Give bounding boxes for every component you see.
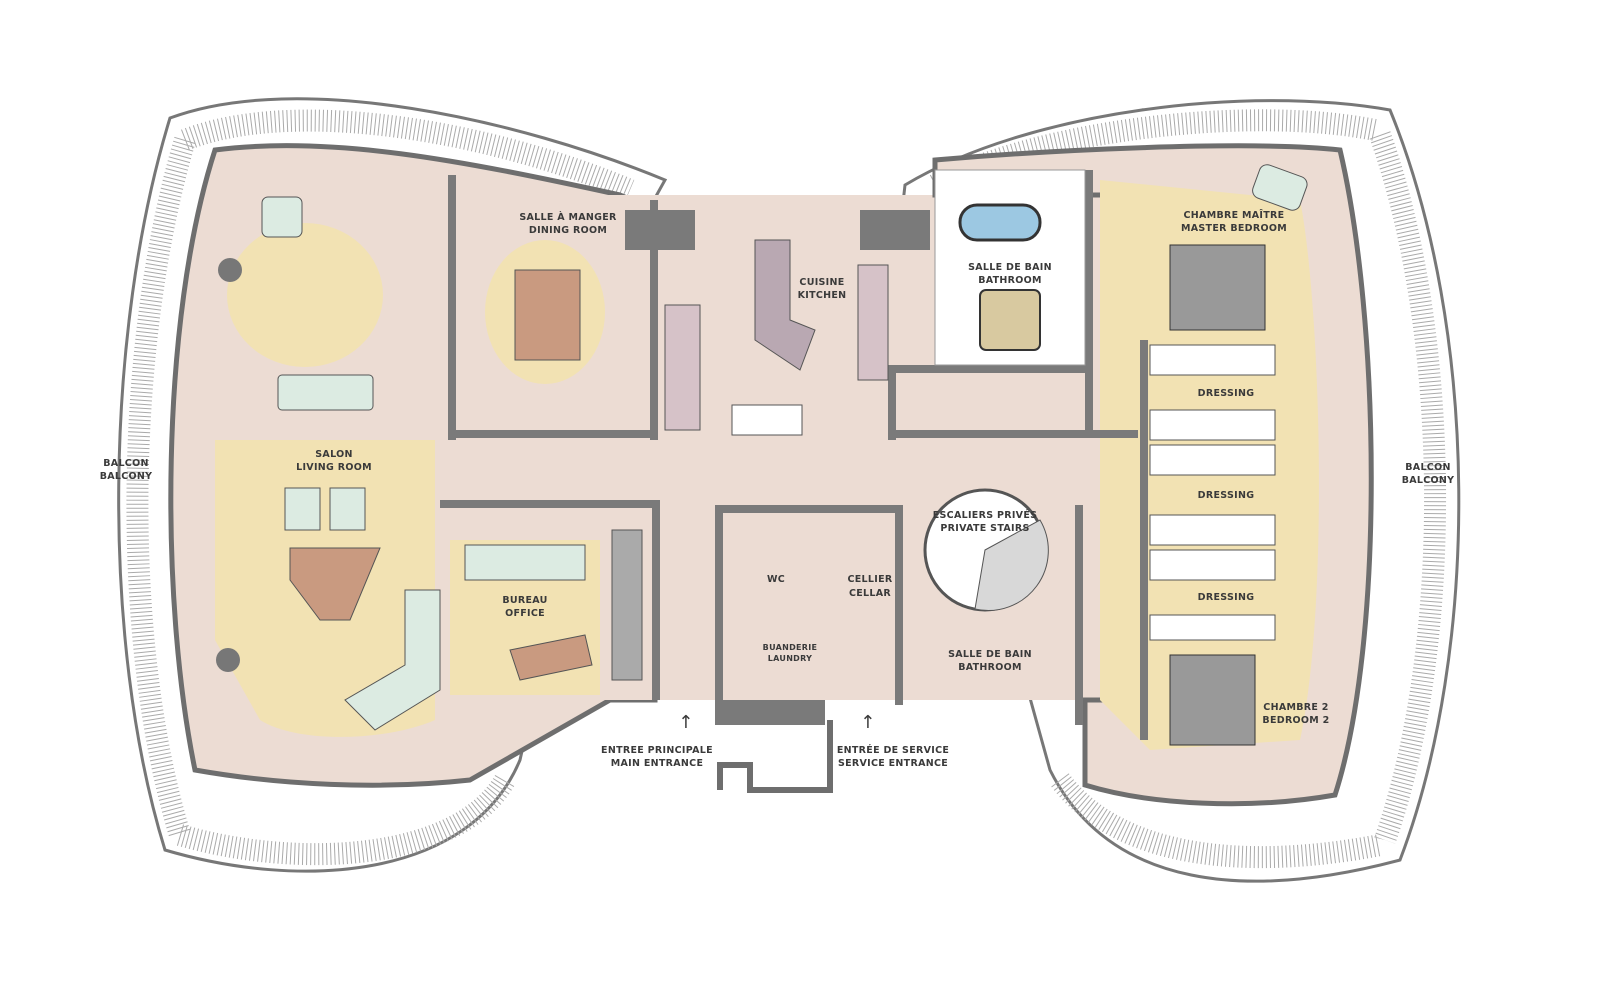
room-labels: SALLE À MANGER DINING ROOM CUISINE KITCH… [100,209,1455,769]
label-office-fr: BUREAU [502,595,547,606]
stairs-landing [974,519,1049,611]
bathtub [958,203,1042,242]
label-dining-fr: SALLE À MANGER [519,211,617,223]
label-balcony-left-en: BALCONY [100,471,153,482]
label-service-entrance-fr: ENTRÉE DE SERVICE [837,744,949,756]
side-table [218,258,242,282]
label-dining-en: DINING ROOM [529,225,607,236]
label-bath-bottom-en: BATHROOM [958,662,1022,673]
label-living-en: LIVING ROOM [296,462,372,473]
label-master-en: MASTER BEDROOM [1181,223,1287,234]
dressing-wardrobes [1149,344,1276,641]
shower-tray [979,289,1041,351]
label-kitchen-fr: CUISINE [799,277,844,288]
label-main-entrance-fr: ENTREE PRINCIPALE [601,745,713,756]
armchair [329,487,366,531]
label-balcony-right-fr: BALCON [1405,462,1450,473]
label-laundry-fr: BUANDERIE [763,643,818,652]
label-balcony-left-fr: BALCON [103,458,148,469]
label-stairs-en: PRIVATE STAIRS [940,523,1029,534]
label-dressing-3: DRESSING [1198,592,1255,603]
lounge-chair-master [1252,164,1308,211]
kitchen-island [754,239,816,371]
bed-2 [1169,654,1256,746]
armchair [284,487,321,531]
kitchen-counter-right [857,264,889,381]
label-laundry-en: LAUNDRY [768,654,813,663]
main-entrance-arrow-icon: ↑ [678,712,693,733]
label-service-entrance-en: SERVICE ENTRANCE [838,758,948,769]
dining-table [514,269,581,361]
kitchen-counter-left [664,304,701,431]
coffee-table [289,547,381,621]
label-main-entrance-en: MAIN ENTRANCE [611,758,704,769]
interior-walls [440,170,1148,740]
label-office-en: OFFICE [505,608,545,619]
office-desk [509,634,593,681]
label-bedroom2-fr: CHAMBRE 2 [1263,702,1328,713]
sofa-lounge [277,374,374,411]
office-sofa [464,544,586,581]
armchair [261,196,303,238]
side-table [216,648,240,672]
rug-lounge [227,223,383,367]
label-dressing-1: DRESSING [1198,388,1255,399]
master-bed [1169,244,1266,331]
label-cellar-en: CELLAR [849,588,891,599]
label-balcony-right-en: BALCONY [1402,475,1455,486]
kitchen-sideboard [731,404,803,436]
label-cellar-fr: CELLIER [847,574,892,585]
service-entrance-arrow-icon: ↑ [860,712,875,733]
label-bath-top-en: BATHROOM [978,275,1042,286]
label-master-fr: CHAMBRE MAÎTRE [1184,209,1285,221]
sectional-sofa [344,589,441,731]
label-wc: WC [767,574,785,585]
label-living-fr: SALON [315,449,352,460]
label-kitchen-en: KITCHEN [798,290,847,301]
label-stairs-fr: ESCALIERS PRIVÉS [933,509,1038,521]
label-bedroom2-en: BEDROOM 2 [1262,715,1329,726]
label-bath-bottom-fr: SALLE DE BAIN [948,649,1032,660]
balcony-left-decking [126,109,635,866]
entrance-step [717,720,833,793]
office-shelf [611,529,643,681]
label-dressing-2: DRESSING [1198,490,1255,501]
label-bath-top-fr: SALLE DE BAIN [968,262,1052,273]
